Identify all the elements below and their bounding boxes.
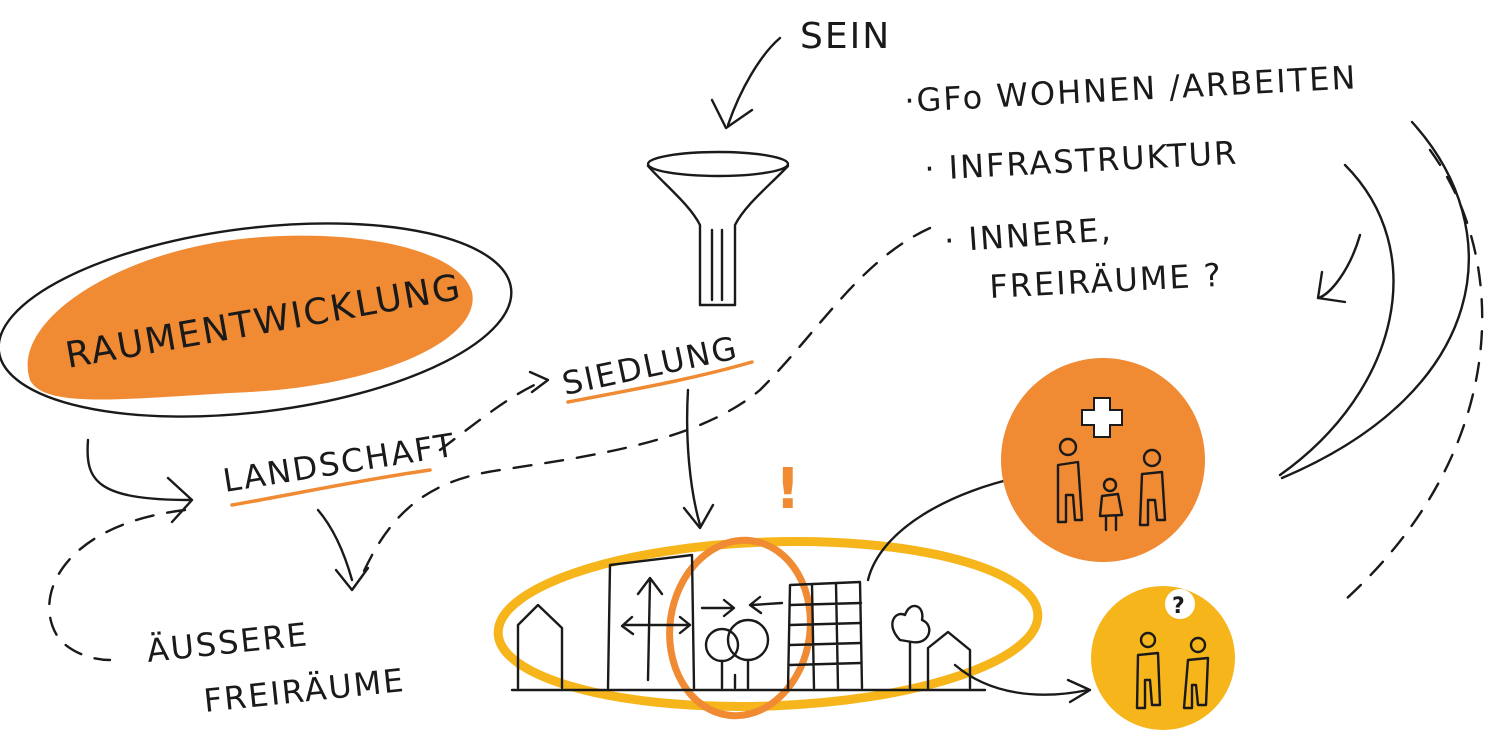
raumentwicklung-node: RAUMENTWICKLUNG bbox=[0, 222, 513, 418]
aussere-label-2: FREIRÄUME bbox=[202, 661, 407, 720]
landschaft-label: LANDSCHAFT bbox=[220, 426, 458, 500]
two-people-icon: ? bbox=[1091, 586, 1235, 730]
bullet-freiraeume: FREIRÄUME ? bbox=[988, 256, 1223, 306]
question-mark: ? bbox=[1172, 594, 1185, 619]
innere-aussere-dashed bbox=[358, 226, 932, 582]
family-people-icon bbox=[1001, 358, 1205, 562]
exclamation-mark: ! bbox=[775, 457, 801, 522]
crescent-brace bbox=[1278, 120, 1470, 480]
raum-landschaft-arrow bbox=[86, 438, 192, 502]
sein-label: SEIN bbox=[800, 16, 891, 57]
bullet-innere: · INNERE, bbox=[943, 210, 1114, 260]
aussere-label-1: ÄUSSERE bbox=[145, 615, 311, 670]
city-skyline-icon bbox=[493, 536, 1043, 720]
city-health-arrow bbox=[866, 473, 1032, 582]
siedlung-underline bbox=[566, 360, 754, 404]
landschaft-aussere-arrow bbox=[316, 508, 354, 582]
right-dashed-curve bbox=[1343, 148, 1484, 602]
left-dashed-loop bbox=[48, 508, 187, 662]
siedlung-city-arrow bbox=[685, 388, 702, 527]
landschaft-underline bbox=[230, 468, 432, 507]
city-couple-arrow bbox=[953, 663, 1090, 696]
funnel-icon bbox=[646, 150, 790, 307]
sein-arrowhead bbox=[710, 98, 754, 130]
sein-arrow bbox=[726, 36, 782, 127]
landschaft-siedlung-arrow bbox=[438, 378, 547, 452]
bullet-gfo: ·GFo WOHNEN /ARBEITEN bbox=[903, 58, 1358, 120]
bullet-infrastruktur: · INFRASTRUKTUR bbox=[923, 134, 1239, 188]
medical-cross-icon bbox=[1081, 397, 1123, 438]
siedlung-label: SIEDLUNG bbox=[559, 328, 742, 402]
